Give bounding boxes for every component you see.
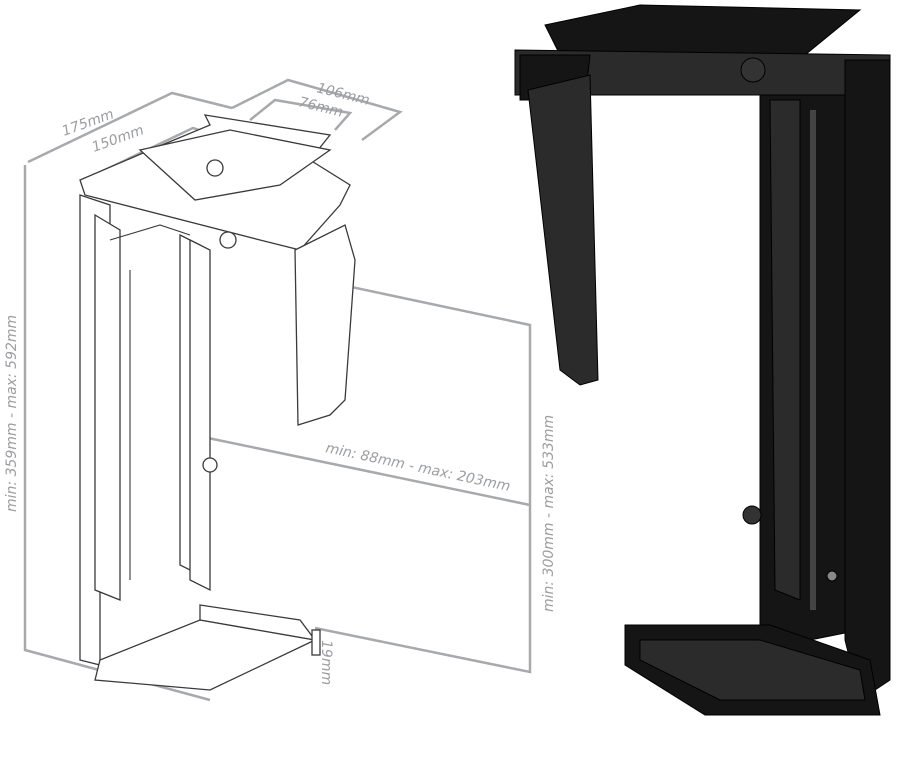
adjustment-knob-side	[742, 505, 762, 525]
label-base-lip: 19mm	[318, 640, 334, 685]
label-inner-height: min: 300mm - max: 533mm	[541, 415, 557, 612]
line-drawing-mount	[79, 114, 356, 691]
adjustment-knob-top	[740, 57, 766, 83]
product-photo-mount	[514, 4, 891, 716]
label-total-height: min: 359mm - max: 592mm	[4, 315, 20, 512]
screw	[826, 570, 838, 582]
